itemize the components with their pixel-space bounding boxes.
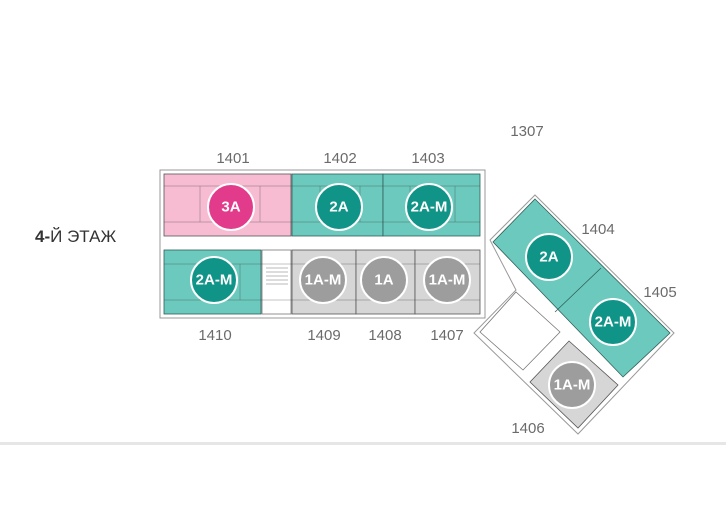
badge-1402[interactable]: 2A bbox=[315, 183, 363, 231]
floor-label: Й ЭТАЖ bbox=[50, 227, 117, 246]
unit-label-1410: 1410 bbox=[198, 327, 231, 344]
stairwell-right bbox=[479, 291, 561, 371]
svg-text:1A-M: 1A-M bbox=[554, 377, 591, 394]
badge-1404[interactable]: 2A bbox=[525, 233, 573, 281]
badge-1401[interactable]: 3A bbox=[207, 183, 255, 231]
badge-1406[interactable]: 1A-M bbox=[548, 361, 596, 409]
svg-text:1A-M: 1A-M bbox=[429, 272, 466, 289]
unit-label-1408: 1408 bbox=[368, 327, 401, 344]
unit-label-1307: 1307 bbox=[510, 123, 543, 140]
unit-label-1409: 1409 bbox=[307, 327, 340, 344]
badge-1403[interactable]: 2A-M bbox=[405, 183, 453, 231]
svg-text:2A: 2A bbox=[539, 249, 558, 266]
unit-label-1402: 1402 bbox=[323, 150, 356, 167]
stairwell bbox=[261, 249, 292, 315]
unit-divider bbox=[554, 267, 602, 313]
unit-label-1403: 1403 bbox=[411, 150, 444, 167]
svg-text:1A-M: 1A-M bbox=[305, 272, 342, 289]
unit-label-1406: 1406 bbox=[511, 420, 544, 437]
svg-text:2A-M: 2A-M bbox=[411, 199, 448, 216]
section-divider bbox=[0, 442, 726, 445]
svg-text:2A: 2A bbox=[329, 199, 348, 216]
svg-text:2A-M: 2A-M bbox=[595, 314, 632, 331]
badge-1410[interactable]: 2A-M bbox=[190, 256, 238, 304]
unit-label-1407: 1407 bbox=[430, 327, 463, 344]
svg-text:1A: 1A bbox=[374, 272, 393, 289]
svg-text:2A-M: 2A-M bbox=[196, 272, 233, 289]
unit-label-1405: 1405 bbox=[643, 284, 676, 301]
badge-1408[interactable]: 1A bbox=[360, 256, 408, 304]
floor-title: 4-Й ЭТАЖ bbox=[35, 227, 116, 247]
floor-number: 4- bbox=[35, 227, 51, 246]
stair-lines bbox=[266, 267, 288, 285]
badge-1407[interactable]: 1A-M bbox=[423, 256, 471, 304]
svg-text:3A: 3A bbox=[221, 199, 240, 216]
badge-1405[interactable]: 2A-M bbox=[589, 298, 637, 346]
unit-label-1401: 1401 bbox=[216, 150, 249, 167]
badge-1409[interactable]: 1A-M bbox=[299, 256, 347, 304]
unit-label-1404: 1404 bbox=[581, 221, 614, 238]
